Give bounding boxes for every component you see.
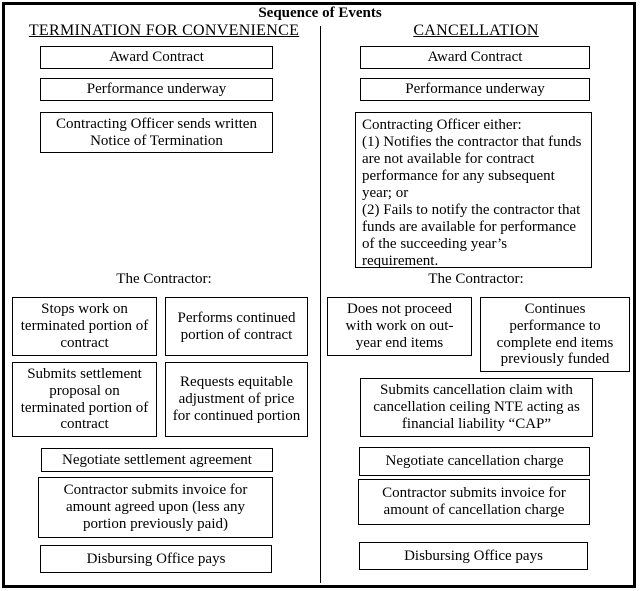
cancellation-claim-box: Submits cancellation claim with cancella… <box>360 378 593 437</box>
cancellation-no-proceed-box: Does not proceed with work on out-year e… <box>327 297 472 356</box>
termination-performs-continued-box: Performs continued portion of contract <box>165 297 308 356</box>
termination-negotiate-agreement-box: Negotiate settlement agreement <box>41 448 273 472</box>
termination-disbursing-office-box: Disbursing Office pays <box>40 545 272 573</box>
cancellation-contractor-label: The Contractor: <box>428 271 524 287</box>
termination-invoice-box: Contractor submits invoice for amount ag… <box>38 477 273 538</box>
termination-column-header: TERMINATION FOR CONVENIENCE <box>28 22 300 39</box>
cancellation-performance-underway-box: Performance underway <box>360 78 590 101</box>
cancellation-invoice-box: Contractor submits invoice for amount of… <box>358 479 590 525</box>
cancellation-award-contract-box: Award Contract <box>360 46 590 69</box>
cancellation-negotiate-charge-box: Negotiate cancellation charge <box>359 447 590 476</box>
termination-equitable-adjustment-box: Requests equitable adjustment of price f… <box>165 362 308 437</box>
column-divider <box>320 26 321 583</box>
cancellation-officer-either-option1: (1) Notifies the contractor that funds a… <box>362 133 582 201</box>
termination-officer-notice-box: Contracting Officer sends written Notice… <box>40 112 273 153</box>
termination-stops-work-box: Stops work on terminated portion of cont… <box>12 297 157 356</box>
termination-contractor-label: The Contractor: <box>116 271 212 287</box>
cancellation-officer-either-option2: (2) Fails to notify the contractor that … <box>362 201 581 269</box>
cancellation-continues-performance-box: Continues performance to complete end it… <box>480 297 630 372</box>
cancellation-officer-either-intro: Contracting Officer either: <box>362 117 522 133</box>
cancellation-officer-either-box: Contracting Officer either: (1) Notifies… <box>355 112 592 269</box>
cancellation-disbursing-office-box: Disbursing Office pays <box>359 542 588 570</box>
diagram-title: Sequence of Events <box>258 5 382 21</box>
termination-award-contract-box: Award Contract <box>40 46 273 69</box>
termination-performance-underway-box: Performance underway <box>40 78 273 101</box>
termination-settlement-proposal-box: Submits settlement proposal on terminate… <box>12 362 157 437</box>
cancellation-column-header: CANCELLATION <box>413 22 539 39</box>
